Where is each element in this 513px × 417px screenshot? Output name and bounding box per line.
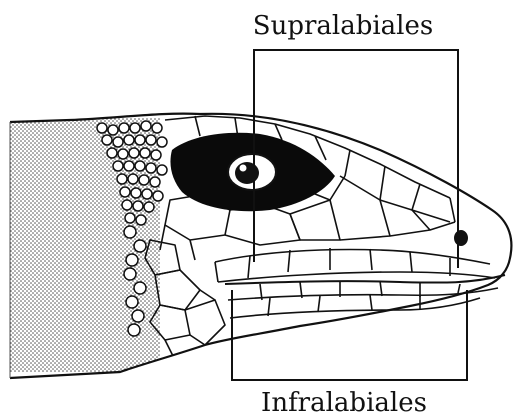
infralabiales-bracket <box>232 290 467 380</box>
infralabiales-label: Infralabiales <box>261 388 427 417</box>
supralabiales-label: Supralabiales <box>253 11 433 41</box>
nostril-icon <box>454 230 468 246</box>
infralabial-scales <box>228 281 498 318</box>
eye-icon <box>228 154 276 190</box>
mouth-line <box>225 275 505 284</box>
supralabial-scales <box>215 248 495 282</box>
